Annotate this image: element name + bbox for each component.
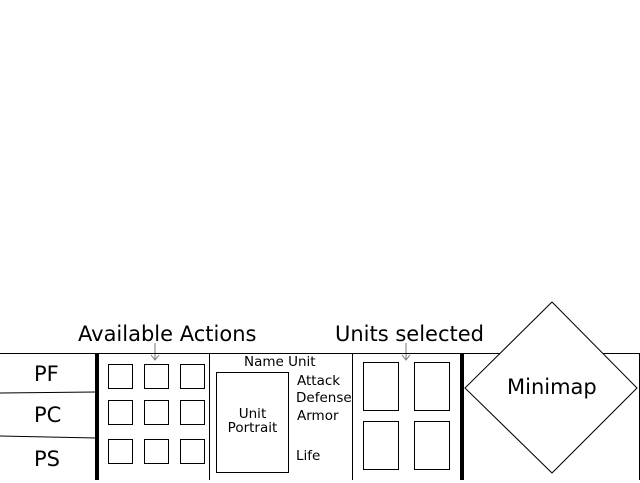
actions-separator [209, 353, 210, 480]
unit-stat-defense: Defense [296, 390, 352, 406]
unit-name: Name Unit [244, 354, 316, 370]
minimap-label: Minimap [507, 375, 597, 399]
action-slot[interactable] [180, 439, 205, 464]
action-slot[interactable] [144, 439, 169, 464]
action-slot[interactable] [180, 364, 205, 389]
available-actions-callout: Available Actions [78, 322, 257, 346]
unit-info-panel: Name Unit Unit Portrait Attack Defense A… [210, 354, 352, 480]
resource-divider-1 [0, 391, 97, 394]
resource-pc-label: PC [34, 403, 62, 427]
resources-separator [95, 353, 99, 480]
selected-unit-slot[interactable] [363, 421, 399, 470]
action-slot[interactable] [144, 400, 169, 425]
resource-pf-label: PF [34, 362, 59, 386]
unit-info-separator [352, 353, 353, 480]
unit-stat-armor: Armor [297, 408, 339, 424]
actions-panel [99, 354, 210, 480]
action-slot[interactable] [180, 400, 205, 425]
units-selected-callout: Units selected [335, 322, 485, 346]
resources-panel: PF PC PS [0, 354, 96, 480]
resource-divider-2 [0, 435, 97, 439]
action-slot[interactable] [108, 400, 133, 425]
resource-dividers [0, 391, 97, 439]
minimap-separator [460, 353, 464, 480]
selected-unit-slot[interactable] [414, 362, 450, 411]
selected-unit-slot[interactable] [414, 421, 450, 470]
selected-units-panel [353, 354, 460, 480]
minimap[interactable] [460, 300, 640, 480]
unit-stat-life: Life [296, 448, 321, 464]
action-slot[interactable] [144, 364, 169, 389]
unit-portrait[interactable]: Unit Portrait [216, 372, 289, 473]
selected-unit-slot[interactable] [363, 362, 399, 411]
unit-portrait-label: Unit Portrait [227, 406, 278, 437]
action-slot[interactable] [108, 439, 133, 464]
resource-ps-label: PS [34, 447, 60, 471]
action-slot[interactable] [108, 364, 133, 389]
unit-stat-attack: Attack [297, 373, 341, 389]
